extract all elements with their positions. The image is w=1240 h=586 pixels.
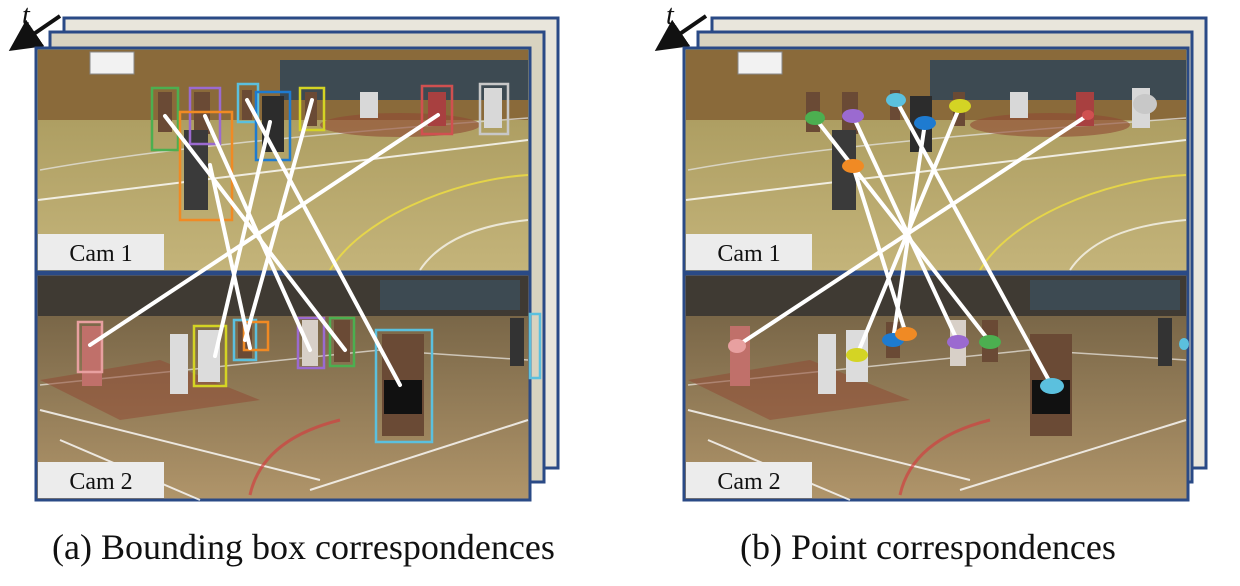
cam2-label-b: Cam 2 [717, 469, 780, 495]
time-label: t [666, 0, 675, 31]
bounding-boxes-cam2 [76, 312, 542, 444]
cam1-frame-b: Cam 1 [682, 46, 1190, 274]
cam2-frame-a: Cam 2 [34, 272, 542, 502]
caption-b: (b) Point correspondences [740, 527, 1116, 567]
figure-canvas: t [8, 0, 1208, 502]
time-arrow-b: t [654, 0, 708, 52]
cam2-frame-b: Cam 2 [682, 272, 1190, 502]
panel-b: t [654, 0, 1208, 502]
correspondence-lines-a [88, 98, 440, 387]
cam2-label-a: Cam 2 [69, 469, 132, 495]
caption-a: (a) Bounding box correspondences [52, 527, 555, 567]
cam1-label-a: Cam 1 [69, 241, 132, 267]
correspondence-lines-b [735, 98, 1090, 388]
cam2-label-box-b [686, 462, 812, 498]
panel-a: t [8, 0, 560, 502]
cam2-label-box-a [38, 462, 164, 498]
cam1-frame-a: Cam 1 [34, 46, 532, 274]
cam1-label-box-a [38, 234, 164, 270]
time-label: t [22, 0, 31, 31]
point-markers-cam2 [728, 327, 1189, 394]
point-markers-cam1 [805, 93, 1157, 173]
bounding-boxes-cam1 [150, 82, 510, 222]
cam1-label-box-b [686, 234, 812, 270]
players-cam2-a [82, 318, 524, 436]
time-arrow-a: t [8, 0, 62, 52]
cam1-label-b: Cam 1 [717, 241, 780, 267]
